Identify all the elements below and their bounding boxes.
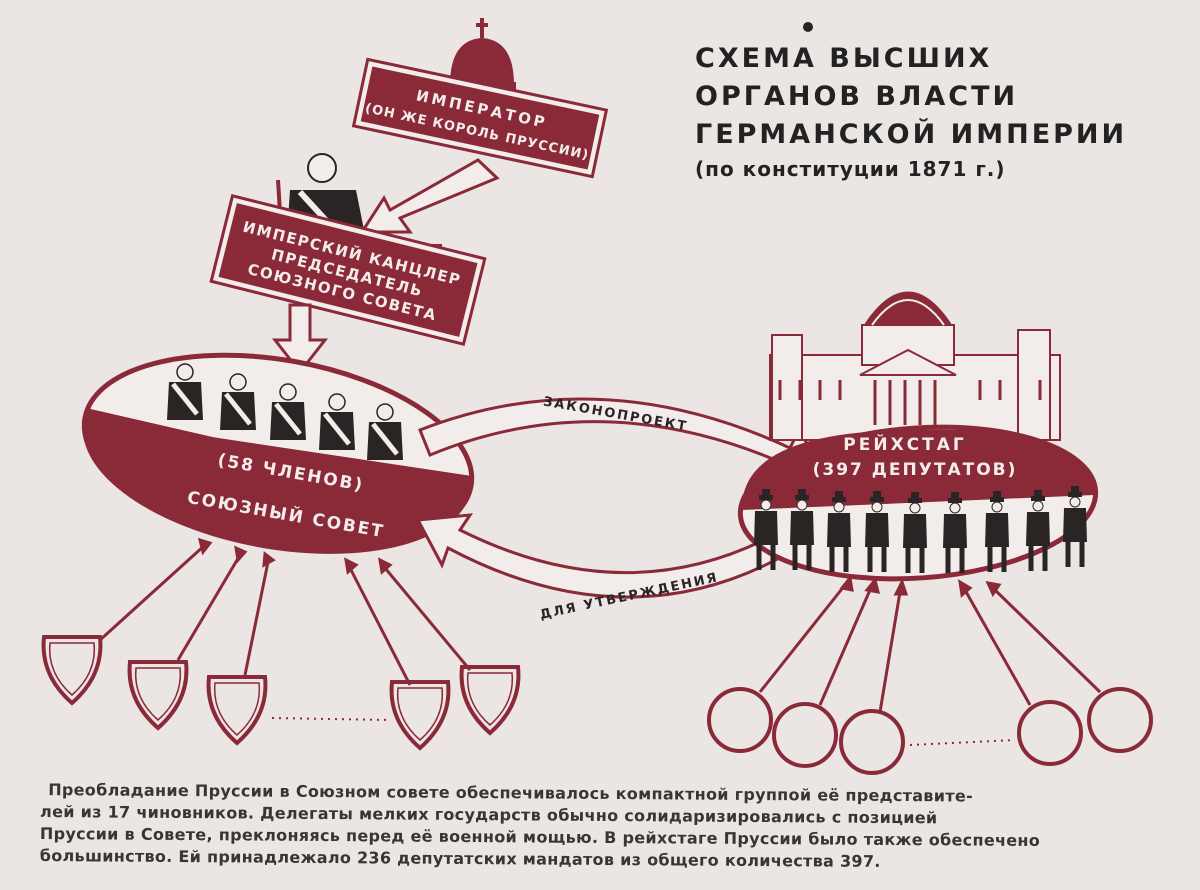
shield-icon xyxy=(459,665,521,735)
caption-paragraph: Преобладание Пруссии в Союзном совете об… xyxy=(40,779,1181,875)
title-subtitle: (по конституции 1871 г.) xyxy=(695,157,1006,181)
reichstag-members: (397 ДЕПУТАТОВ) xyxy=(813,460,1018,480)
reichstag-name: РЕЙХСТАГ xyxy=(843,433,966,455)
circle-icon xyxy=(772,702,838,768)
circle-icon xyxy=(839,709,905,775)
bundesrat-ellipse xyxy=(81,352,475,554)
title-line-1: СХЕМА ВЫСШИХ xyxy=(695,43,993,74)
arrow-chancellor-to-bundesrat xyxy=(271,303,329,375)
pin-hole xyxy=(803,22,813,32)
shield-icon xyxy=(389,680,451,750)
state-shields xyxy=(41,635,521,750)
title-line-3: ГЕРМАНСКОЙ ИМПЕРИИ xyxy=(695,119,1128,150)
arrow-emperor-to-chancellor xyxy=(359,158,500,234)
shield-icon xyxy=(41,635,103,705)
state-arrows xyxy=(98,537,472,686)
circle-icon xyxy=(707,687,773,753)
chancellor-banner: ИМПЕРСКИЙ КАНЦЛЕР ПРЕДСЕДАТЕЛЬ СОЮЗНОГО … xyxy=(209,194,487,346)
reichstag-building-icon xyxy=(769,291,1061,441)
arrow-bill: ЗАКОНОПРОЕКТ xyxy=(418,394,821,481)
title-line-2: ОРГАНОВ ВЛАСТИ xyxy=(695,81,1019,112)
shield-icon xyxy=(127,660,189,730)
circle-icon xyxy=(1017,700,1083,766)
shield-icon xyxy=(206,675,268,745)
voter-circles xyxy=(707,687,1153,775)
page-title: СХЕМА ВЫСШИХ ОРГАНОВ ВЛАСТИ ГЕРМАНСКОЙ И… xyxy=(695,40,1127,184)
voter-arrows xyxy=(758,574,1102,713)
circle-icon xyxy=(1087,687,1153,753)
